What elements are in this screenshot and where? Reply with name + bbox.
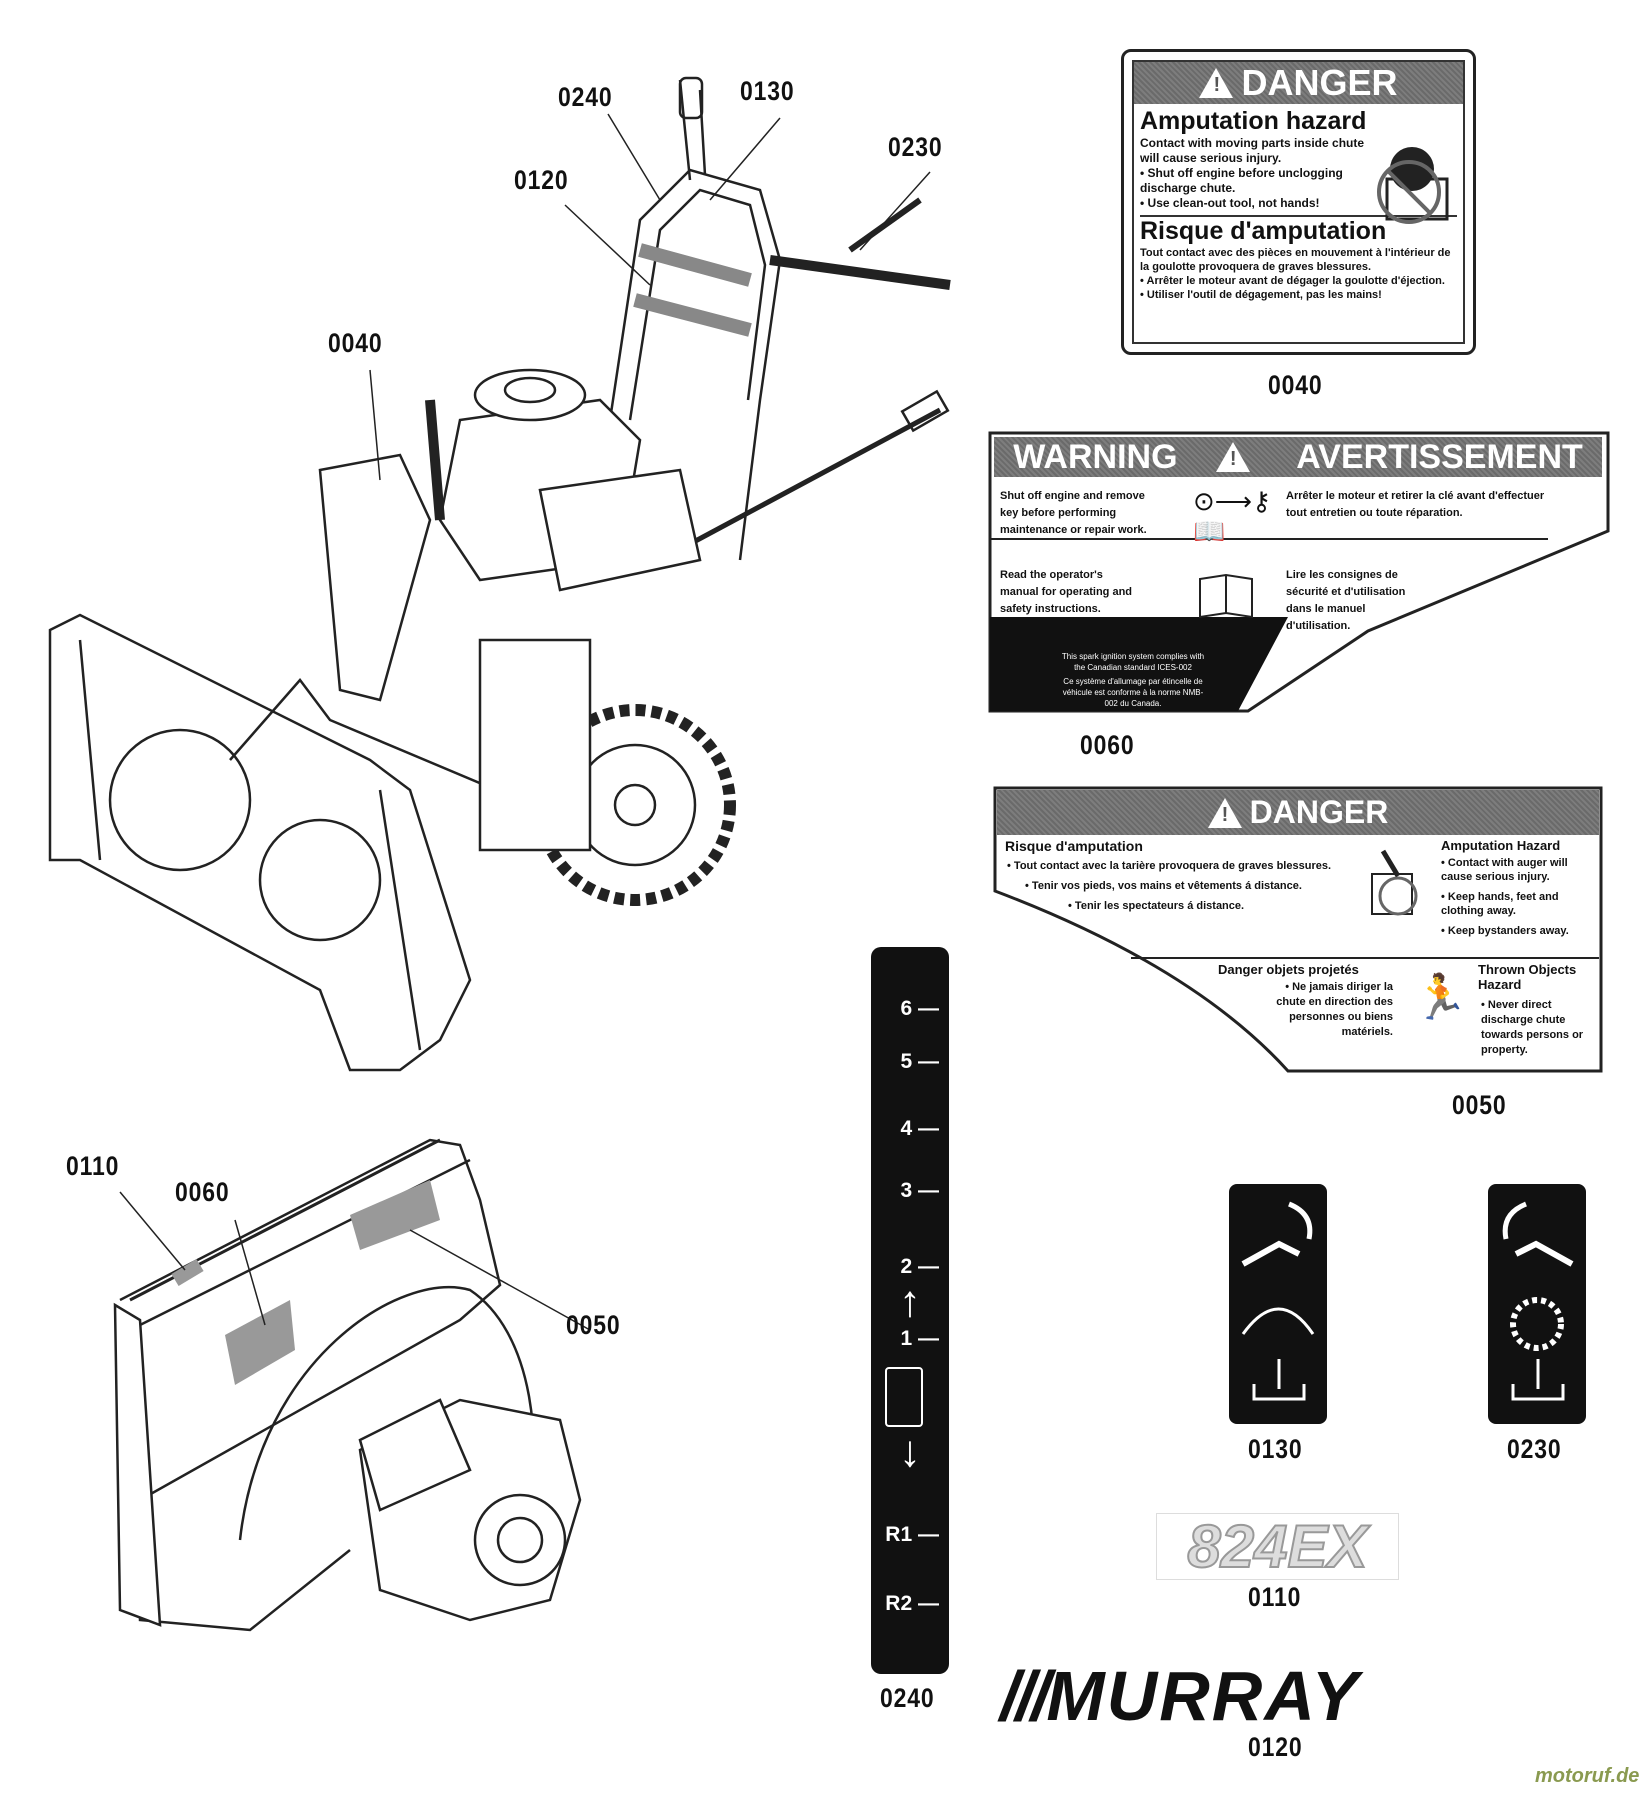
part-number-0240: 0240: [880, 1683, 935, 1713]
warning-triangle-icon: [1199, 68, 1234, 98]
callout-0240: 0240: [558, 82, 613, 112]
speed-3: 3 —: [900, 1179, 939, 1202]
label-0060-warning: WARNING AVERTISSEMENT Shut off engine and…: [988, 431, 1610, 713]
label-0230-drive-control: [1488, 1184, 1586, 1424]
speed-1: 1 —: [900, 1327, 939, 1350]
speed-r1: R1 —: [885, 1523, 939, 1546]
label-0110-model-decal: 824EX: [1156, 1512, 1399, 1581]
footer-en: This spark ignition system complies with…: [1061, 652, 1205, 672]
fr-bullet-2: • Ne jamais diriger la chute en directio…: [1276, 981, 1393, 1038]
callout-0050: 0050: [566, 1310, 621, 1340]
row2-fr: Lire les consignes de sécurité et d'util…: [1286, 569, 1406, 632]
label-0240-speed-strip: 6 — 5 — 4 — 3 — 2 — 1 — ↑ ↓ R1 — R2 —: [871, 947, 949, 1674]
fr-bullet: • Arrêter le moteur avant de dégager la …: [1140, 275, 1445, 287]
en-bullet: • Contact with auger will cause serious …: [1441, 857, 1568, 883]
snowblower-drawing: [48, 76, 951, 1632]
key-removal-icon: ⊙⟶⚷: [1193, 486, 1272, 516]
part-number-0110: 0110: [1248, 1582, 1302, 1612]
row1-fr: Arrêter le moteur et retirer la clé avan…: [1286, 490, 1545, 519]
speed-6: 6 —: [900, 997, 939, 1020]
speed-5: 5 —: [900, 1050, 939, 1073]
label-0120-murray-logo: /// MURRAY: [1000, 1657, 1603, 1735]
callout-0230: 0230: [888, 132, 943, 162]
speed-2: 2 —: [900, 1255, 939, 1278]
header-text: DANGER: [1249, 794, 1389, 830]
warning-triangle-icon: [1215, 442, 1250, 472]
manual-book-icon: [1199, 573, 1253, 619]
fr-bullet: • Tout contact avec la tarière provoquer…: [1007, 860, 1332, 872]
watermark: motoruf.de: [1535, 1765, 1640, 1787]
en-bullet: • Keep bystanders away.: [1441, 925, 1569, 937]
thrown-objects-icon: 🏃: [1413, 973, 1468, 1022]
row1-en: Shut off engine and remove key before pe…: [1000, 490, 1147, 536]
en-title: Amputation Hazard: [1441, 838, 1561, 853]
danger-header: DANGER: [1134, 62, 1463, 104]
drive-engage-icon: [1502, 1201, 1574, 1401]
en-bullet-2: • Never direct discharge chute towards p…: [1481, 999, 1584, 1056]
wrench-manual-icon: 📖: [1193, 516, 1226, 546]
danger-header: DANGER: [997, 790, 1599, 835]
en-bullet: • Use clean-out tool, not hands!: [1140, 196, 1320, 210]
label-0040-danger: DANGER Amputation hazard Contact with mo…: [1121, 49, 1476, 355]
label-0060-shape: [988, 431, 1610, 713]
callout-0110: 0110: [66, 1151, 120, 1181]
part-number-0120: 0120: [1248, 1732, 1303, 1762]
header-fr: AVERTISSEMENT: [1296, 437, 1583, 476]
header-text: DANGER: [1241, 62, 1398, 103]
part-number-0050: 0050: [1452, 1090, 1507, 1120]
warning-header: WARNING AVERTISSEMENT: [994, 437, 1602, 477]
arrow-down-icon: ↓: [899, 1427, 921, 1476]
label-0050-danger: DANGER Risque d'amputation • Tout contac…: [993, 786, 1603, 1073]
fr-title: Risque d'amputation: [1140, 215, 1457, 246]
en-text: Contact with moving parts inside chute w…: [1140, 136, 1365, 165]
speed-4: 4 —: [900, 1117, 939, 1140]
label-0050-shape: [993, 786, 1603, 1073]
no-hands-in-chute-icon: [1377, 147, 1449, 224]
fr-title: Risque d'amputation: [1005, 838, 1143, 854]
label-0130-auger-control: [1229, 1184, 1327, 1424]
callout-0130: 0130: [740, 76, 795, 106]
footer-fr: Ce système d'allumage par étincelle de v…: [1062, 677, 1204, 708]
logo-stripes: ///: [1000, 1656, 1050, 1735]
callout-0040: 0040: [328, 328, 383, 358]
part-number-0230: 0230: [1507, 1434, 1562, 1464]
part-number-0060: 0060: [1080, 730, 1135, 760]
speed-r2: R2 —: [885, 1592, 939, 1615]
en-title: Amputation hazard: [1140, 107, 1367, 135]
header-en: WARNING: [1013, 437, 1178, 476]
logo-text: MURRAY: [1046, 1656, 1361, 1735]
arrow-up-icon: ↑: [899, 1277, 921, 1326]
row2-en: Read the operator's manual for operating…: [1000, 569, 1133, 615]
warning-triangle-icon: [1207, 797, 1242, 828]
fr-text: Tout contact avec des pièces en mouvemen…: [1140, 247, 1451, 273]
callout-0060: 0060: [175, 1177, 230, 1207]
en-bullet: • Shut off engine before unclogging disc…: [1140, 166, 1343, 195]
part-number-0040: 0040: [1268, 370, 1323, 400]
part-number-0130: 0130: [1248, 1434, 1303, 1464]
callout-0120: 0120: [514, 165, 569, 195]
fr-bullet: • Tenir vos pieds, vos mains et vêtement…: [1025, 880, 1302, 892]
auger-engage-icon: [1241, 1201, 1315, 1401]
fr-bullet: • Utiliser l'outil de dégagement, pas le…: [1140, 289, 1382, 301]
en-bullet: • Keep hands, feet and clothing away.: [1441, 891, 1559, 917]
snowblower-icon: [885, 1367, 923, 1427]
auger-no-hands-icon: [1371, 849, 1418, 916]
fr-title-2: Danger objets projetés: [1218, 962, 1359, 977]
fr-bullet: • Tenir les spectateurs á distance.: [1068, 900, 1245, 912]
en-title-2: Thrown Objects Hazard: [1478, 962, 1577, 992]
